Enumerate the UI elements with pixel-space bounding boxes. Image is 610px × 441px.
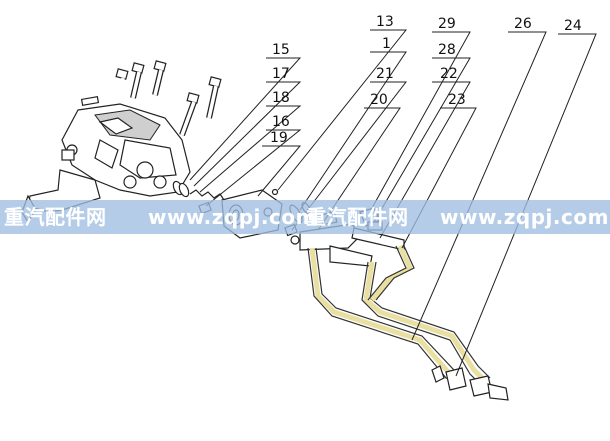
bolt	[179, 92, 200, 137]
watermark-segment: www.zqpj.com	[148, 205, 317, 229]
callout-26: 26	[514, 16, 532, 32]
callout-19: 19	[270, 130, 288, 146]
callout-23: 23	[448, 92, 466, 108]
pipe-lines	[307, 244, 491, 387]
callout-21: 21	[376, 66, 394, 82]
callout-1: 1	[382, 36, 391, 52]
callout-17: 17	[272, 66, 290, 82]
callout-13: 13	[376, 14, 394, 30]
bolt	[130, 62, 145, 99]
callout-28: 28	[438, 42, 456, 58]
watermark-segment: 重汽配件网	[4, 205, 107, 229]
end-fittings	[431, 365, 509, 401]
callout-16: 16	[272, 114, 290, 130]
callout-29: 29	[438, 16, 456, 32]
leader-lines	[189, 29, 597, 377]
bolt	[206, 76, 222, 119]
callout-20: 20	[370, 92, 388, 108]
watermark: 重汽配件网 www.zqpj.com 重汽配件网 www.zqpj.com	[0, 200, 610, 234]
watermark-segment: 重汽配件网	[306, 205, 409, 229]
watermark-band	[0, 200, 610, 234]
callout-15: 15	[272, 42, 290, 58]
callout-24: 24	[564, 18, 582, 34]
bolt	[115, 68, 129, 105]
callout-labels: 15 17 18 16 19 13 1 21 20 29 28 22 23 26…	[270, 14, 582, 146]
callout-18: 18	[272, 90, 290, 106]
watermark-segment: www.zqpj.com	[440, 205, 609, 229]
bolt	[152, 60, 167, 96]
mounting-bolts	[115, 60, 222, 137]
callout-22: 22	[440, 66, 458, 82]
